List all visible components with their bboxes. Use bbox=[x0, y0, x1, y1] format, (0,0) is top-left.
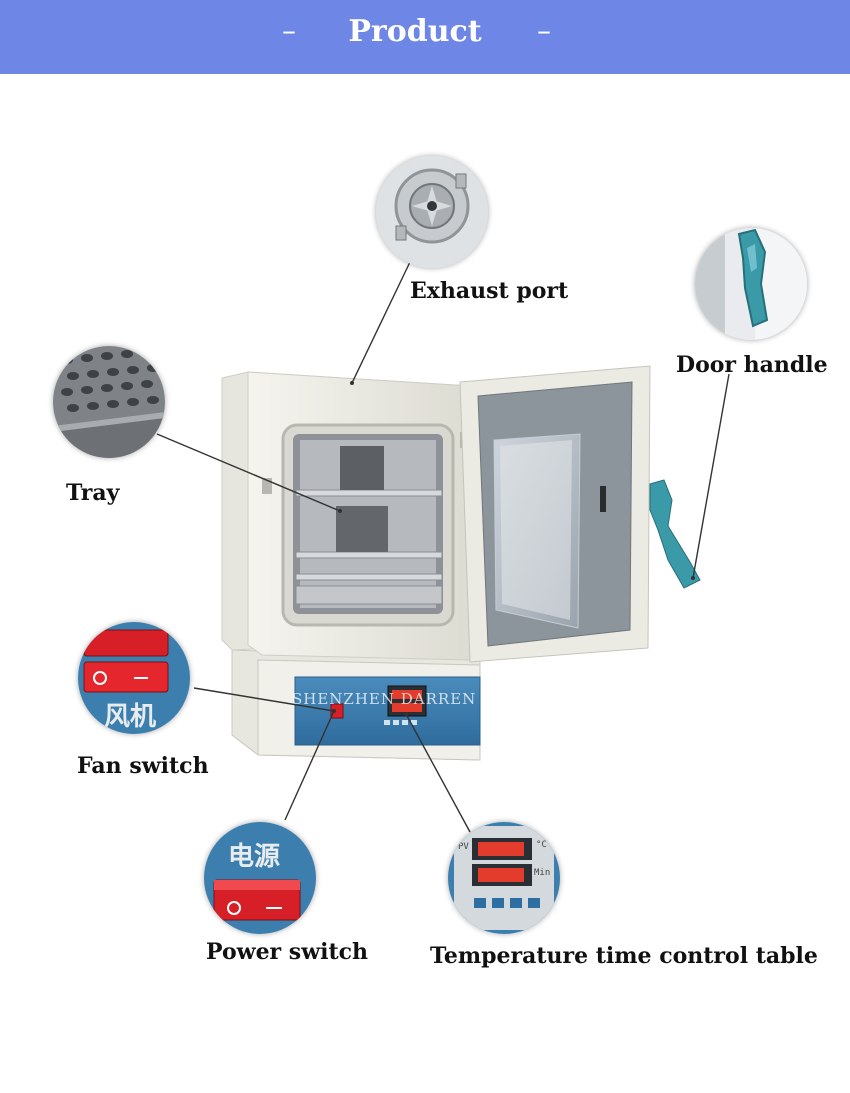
oven-cabinet bbox=[221, 371, 471, 661]
fan-switch-label: Fan switch bbox=[77, 753, 209, 779]
power-switch-detail: 电源 bbox=[204, 822, 316, 934]
door-handle bbox=[649, 479, 701, 589]
watermark: SHENZHEN DARREN CO.LIM bbox=[292, 690, 547, 708]
temperature-control-detail: PV °C Min bbox=[448, 822, 560, 934]
power-switch-cn-text: 电源 bbox=[228, 842, 281, 872]
fan-switch-detail: 风机 bbox=[78, 622, 190, 734]
temperature-control-label: Temperature time control table bbox=[430, 943, 818, 969]
header-dash-left: – bbox=[282, 14, 296, 47]
tray-shelves bbox=[295, 446, 443, 605]
power-switch-label: Power switch bbox=[206, 939, 369, 965]
fan-switch-cn-text: 风机 bbox=[104, 702, 157, 732]
page-title: Product bbox=[348, 14, 482, 49]
panel-min-text: Min bbox=[534, 868, 551, 878]
panel-pv-text: PV bbox=[458, 842, 469, 852]
oven-door bbox=[459, 365, 651, 663]
exhaust-port-detail bbox=[376, 156, 488, 268]
header-banner: – Product – bbox=[0, 0, 850, 74]
header-dash-right: – bbox=[537, 14, 551, 47]
tray-detail bbox=[53, 346, 165, 458]
callout-lines bbox=[156, 261, 730, 833]
panel-unit-text: °C bbox=[536, 840, 547, 850]
tray-label: Tray bbox=[66, 480, 120, 506]
door-handle-detail bbox=[695, 228, 807, 340]
exhaust-port-label: Exhaust port bbox=[410, 278, 569, 304]
door-handle-label: Door handle bbox=[676, 352, 828, 378]
